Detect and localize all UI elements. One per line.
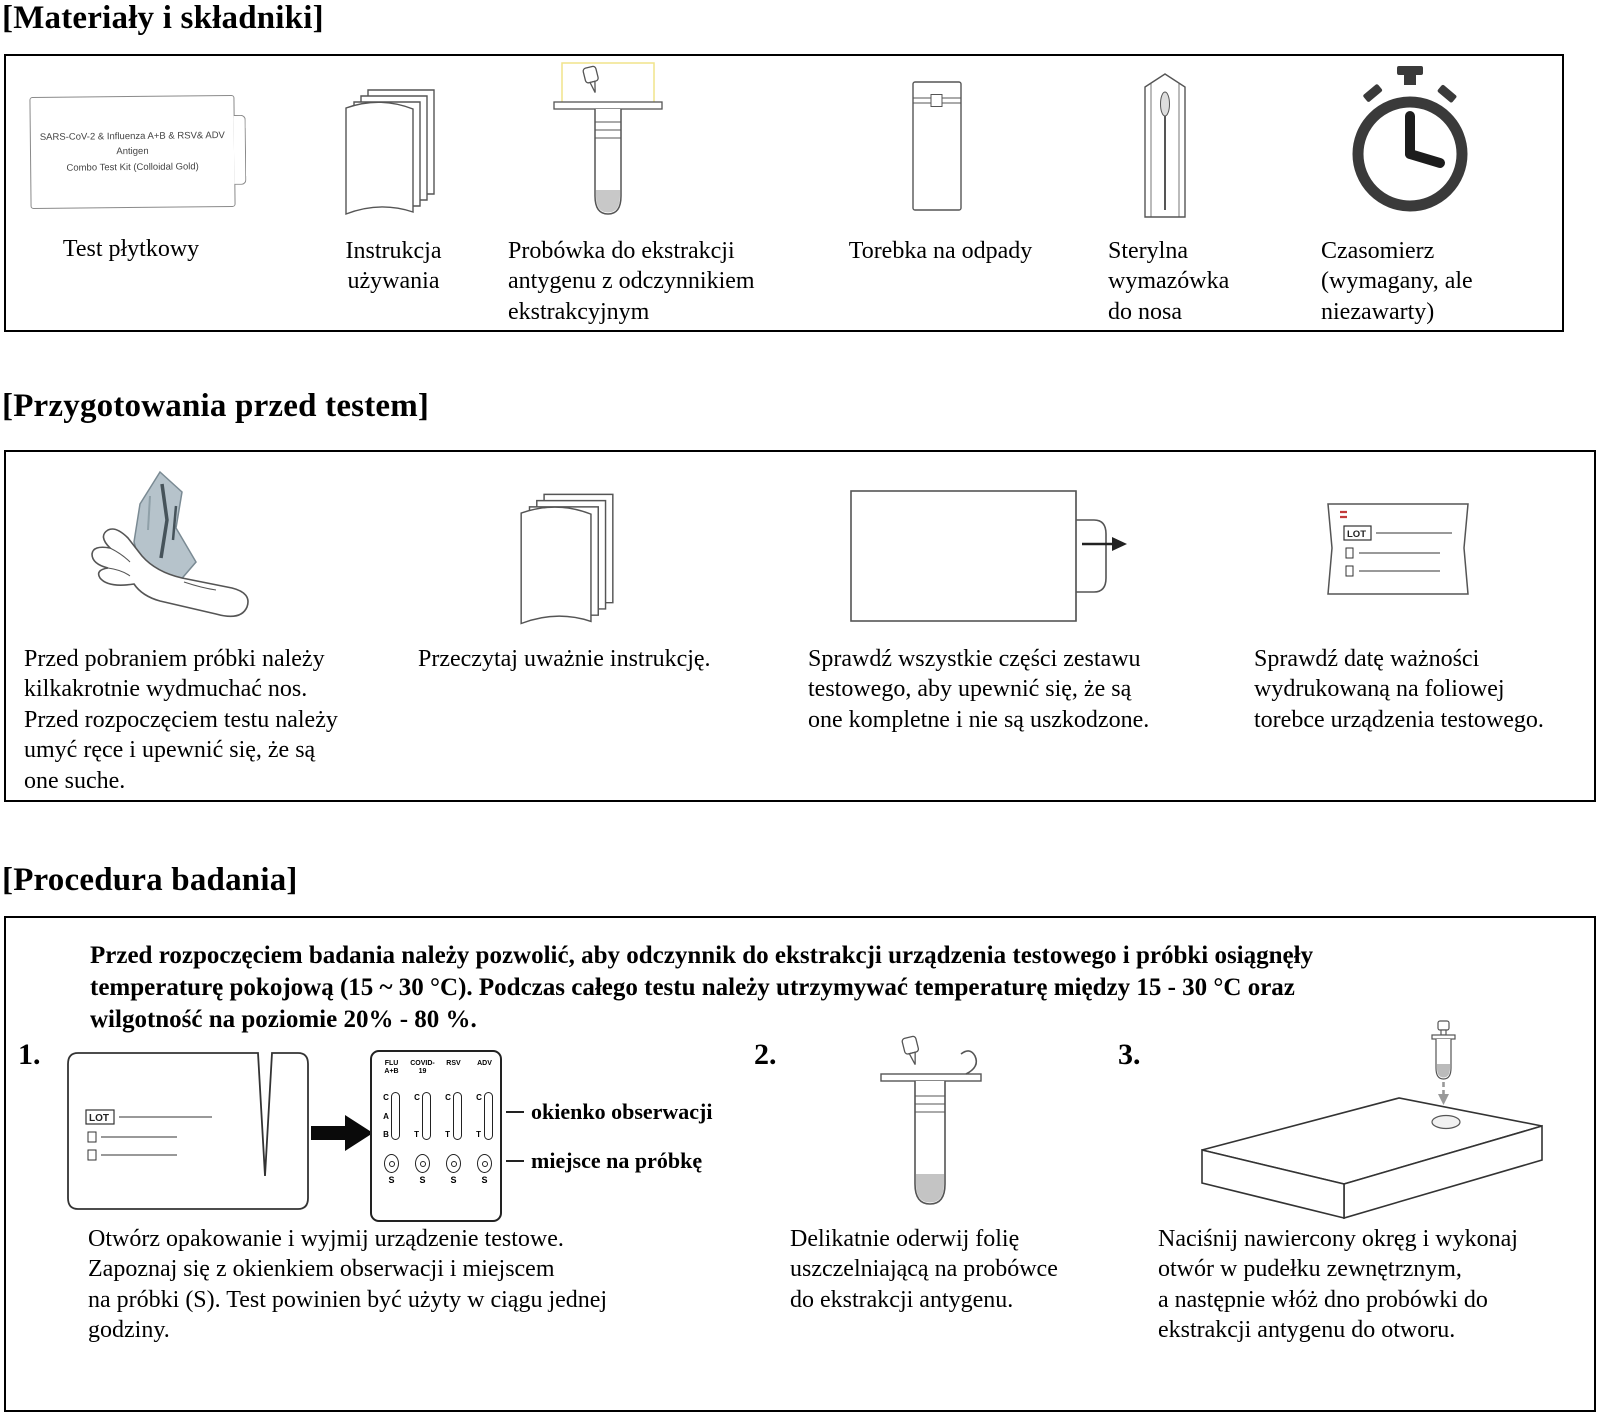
observation-window	[452, 1092, 462, 1140]
annotation-text: okienko obserwacji	[531, 1099, 713, 1124]
step-2-caption: Delikatnie oderwij folię uszczelniającą …	[790, 1226, 1058, 1313]
waste-bag-icon	[912, 81, 962, 211]
right-arrow-icon	[311, 1115, 373, 1151]
sample-well	[415, 1154, 430, 1173]
kit-pouch-open-illustration	[850, 490, 1127, 622]
material-label-extraction-tube: Probówka do ekstrakcji antygenu z odczyn…	[508, 238, 755, 325]
material-label-waste-bag: Torebka na odpady	[848, 238, 1033, 264]
nasal-swab-icon	[1144, 73, 1186, 218]
materials-panel: SARS-CoV-2 & Influenza A+B & RSV& ADV An…	[4, 54, 1564, 332]
cassette-header: ADV	[477, 1060, 492, 1067]
step-2-number: 2.	[754, 1038, 777, 1071]
annotation-sample-well: miejsce na próbkę	[506, 1148, 702, 1174]
observation-window	[483, 1092, 493, 1140]
kitbox-text: SARS-CoV-2 & Influenza A+B & RSV& ADV An…	[39, 130, 225, 174]
test-cassette-illustration: FLU A+B C A B S COVID-19 C T	[370, 1050, 502, 1222]
cassette-header: COVID-19	[410, 1060, 435, 1076]
procedure-panel: Przed rozpoczęciem badania należy pozwol…	[4, 916, 1596, 1412]
cassette-mark: T	[476, 1130, 481, 1139]
stopwatch-icon	[1352, 66, 1468, 212]
preparation-caption-blow-nose: Przed pobraniem próbki należy kilkakrotn…	[24, 646, 338, 794]
observation-window	[390, 1092, 400, 1140]
sample-well-label: S	[388, 1175, 395, 1185]
annotation-connector-line	[506, 1160, 524, 1162]
sample-well-label: S	[419, 1175, 426, 1185]
sample-well-label: S	[450, 1175, 457, 1185]
preparation-section-title: [Przygotowania przed testem]	[2, 388, 430, 424]
sample-well	[446, 1154, 461, 1173]
cassette-column-rsv: RSV C T S	[438, 1058, 469, 1218]
red-print-mark	[1340, 510, 1347, 519]
material-label-swab: Sterylna wymazówka do nosa	[1108, 238, 1230, 325]
kitbox-tab	[233, 114, 247, 186]
sample-well	[477, 1154, 492, 1173]
step-3-number: 3.	[1118, 1038, 1141, 1071]
open-direction-arrow-icon	[1082, 537, 1127, 551]
cassette-mark: C	[445, 1093, 451, 1102]
cassette-header: RSV	[446, 1060, 461, 1067]
tube-peel-foil-illustration	[880, 1035, 982, 1205]
preparation-caption-check-expiry: Sprawdź datę ważności wydrukowaną na fol…	[1254, 646, 1544, 733]
cassette-column-adv: ADV C T S	[469, 1058, 500, 1218]
cassette-mark: B	[383, 1130, 389, 1139]
preparation-caption-read-instructions: Przeczytaj uważnie instrukcję.	[418, 646, 711, 672]
cassette-mark: T	[445, 1130, 450, 1139]
perforated-hole	[1431, 1114, 1461, 1130]
sample-well-label: S	[481, 1175, 488, 1185]
cassette-column-flu: FLU A+B C A B S	[376, 1058, 407, 1218]
preparation-panel: Przed pobraniem próbki należy kilkakrotn…	[4, 450, 1596, 802]
cassette-header: FLU A+B	[384, 1060, 399, 1076]
cassette-mark: A	[383, 1111, 389, 1121]
cassette-mark: T	[414, 1130, 419, 1139]
material-label-test-device: Test płytkowy	[62, 236, 200, 262]
cassette-column-covid: COVID-19 C T S	[407, 1058, 438, 1218]
materials-section-title: [Materiały i składniki]	[2, 0, 324, 36]
foil-pouch-label-illustration: LOT	[1327, 503, 1469, 595]
box-insert-tube-illustration	[1201, 1020, 1543, 1220]
test-device-box-illustration: SARS-CoV-2 & Influenza A+B & RSV& ADV An…	[29, 94, 247, 210]
procedure-section-title: [Procedura badania]	[2, 862, 298, 898]
sample-well	[384, 1154, 399, 1173]
preparation-caption-check-parts: Sprawdź wszystkie części zestawu testowe…	[808, 646, 1150, 733]
torn-pouch-illustration: LOT	[67, 1052, 309, 1210]
annotation-text: miejsce na próbkę	[531, 1148, 703, 1173]
booklet-icon	[345, 89, 435, 216]
step-3-caption: Naciśnij nawiercony okręg i wykonaj otwó…	[1158, 1226, 1518, 1344]
lot-label: LOT	[89, 1113, 109, 1124]
booklet-icon	[520, 493, 614, 625]
hand-with-tissue-illustration	[91, 470, 249, 618]
cassette-mark: C	[383, 1093, 389, 1102]
cassette-mark: C	[476, 1093, 482, 1102]
lot-label: LOT	[1347, 529, 1366, 540]
extraction-tube-icon	[553, 62, 663, 215]
step-1-number: 1.	[18, 1038, 41, 1071]
cassette-mark: C	[414, 1093, 420, 1102]
material-label-timer: Czasomierz (wymagany, ale niezawarty)	[1321, 238, 1473, 325]
procedure-intro-text: Przed rozpoczęciem badania należy pozwol…	[90, 942, 1314, 1033]
observation-window	[421, 1092, 431, 1140]
annotation-connector-line	[506, 1111, 524, 1113]
annotation-observation-window: okienko obserwacji	[506, 1099, 713, 1125]
foil-curl	[960, 1050, 978, 1075]
material-label-instructions: Instrukcja używania	[345, 238, 442, 295]
step-1-caption: Otwórz opakowanie i wyjmij urządzenie te…	[88, 1226, 608, 1344]
